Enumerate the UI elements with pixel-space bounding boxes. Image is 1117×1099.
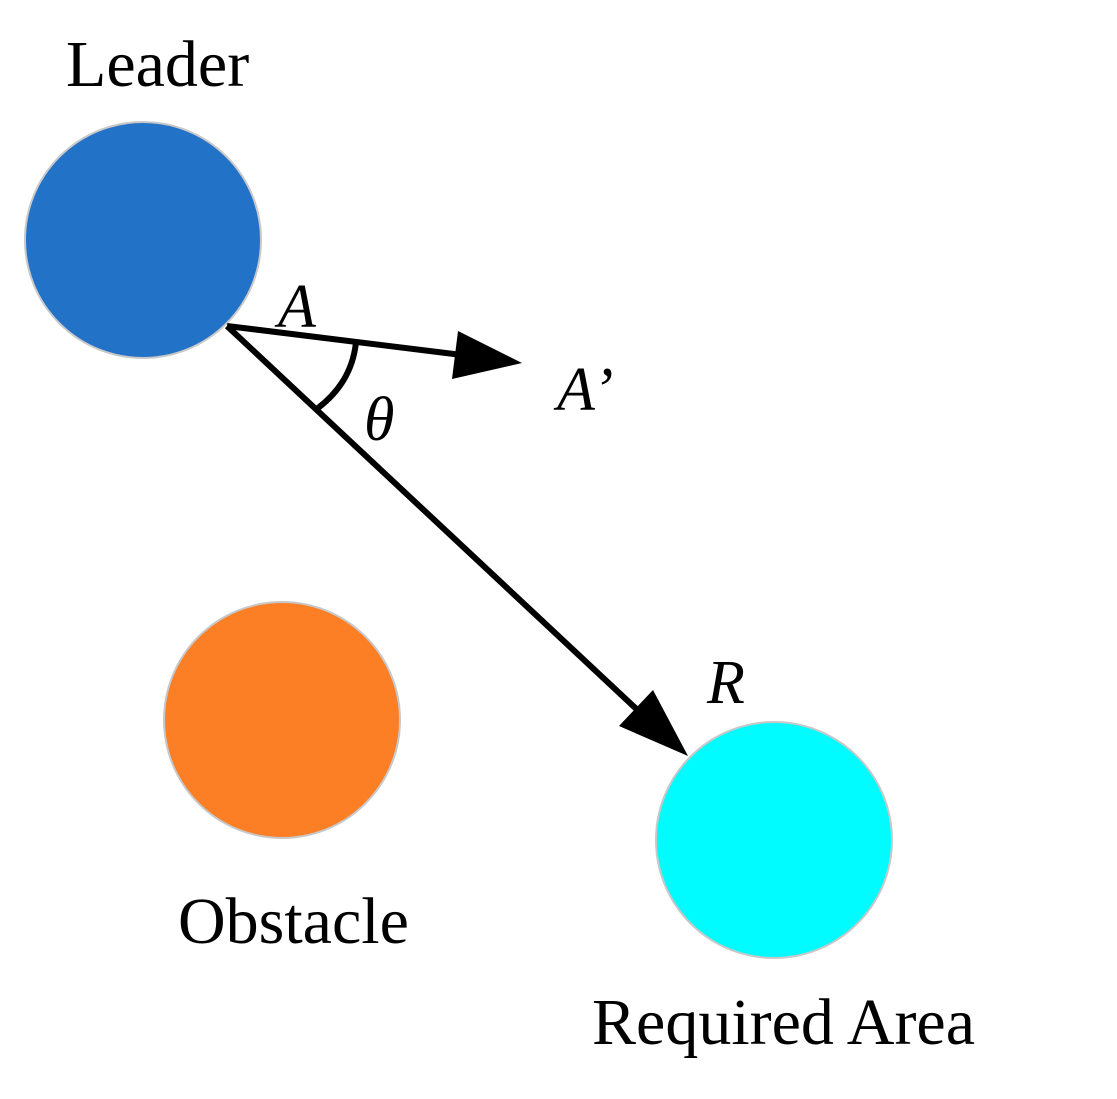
angle-arc bbox=[316, 341, 359, 411]
angle-theta-label: θ bbox=[364, 386, 394, 454]
arrow-a-prime-shaft bbox=[226, 323, 463, 358]
obstacle-label: Obstacle bbox=[178, 885, 409, 958]
point-r-label: R bbox=[706, 649, 745, 717]
required-area-label: Required Area bbox=[592, 986, 975, 1059]
arrow-r-shaft bbox=[224, 323, 648, 720]
arrow-a-to-a-prime bbox=[226, 323, 522, 379]
obstacle-circle bbox=[163, 601, 401, 839]
arrow-a-prime-head bbox=[452, 331, 522, 379]
leader-label: Leader bbox=[66, 28, 249, 101]
point-a-label: A bbox=[274, 273, 317, 341]
point-a-prime-label: A’ bbox=[553, 356, 613, 424]
arrow-a-to-r bbox=[224, 323, 688, 756]
required-area-circle bbox=[655, 721, 893, 959]
leader-circle bbox=[24, 121, 262, 359]
arrow-r-head bbox=[619, 690, 688, 756]
